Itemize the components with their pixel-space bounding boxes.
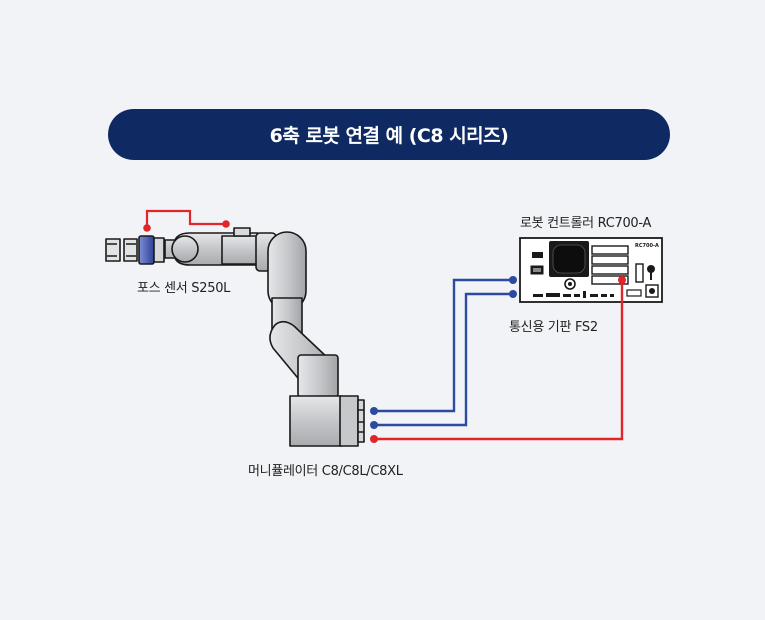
sensor-cable-dot-right (222, 220, 230, 228)
blue-dot-base-1 (370, 407, 378, 415)
blue-cable-lower (374, 292, 513, 427)
blue-cable-upper (374, 278, 513, 413)
robot-manipulator (105, 227, 365, 447)
controller-label: 로봇 컨트롤러 RC700-A (520, 216, 652, 231)
sensor-cable-dot-left (143, 224, 151, 232)
robot-controller (519, 237, 663, 303)
red-cable (374, 280, 624, 441)
blue-dot-board-2 (509, 290, 517, 298)
board-label: 통신용 기판 FS2 (509, 320, 598, 335)
communication-cables (374, 278, 624, 441)
blue-dot-base-2 (370, 421, 378, 429)
controller-plate-text: RC700-A (635, 243, 659, 249)
force-sensor-label: 포스 센서 S250L (137, 281, 231, 296)
blue-dot-board-1 (509, 276, 517, 284)
gripper-tool (105, 238, 138, 262)
red-dot-controller (618, 276, 626, 284)
red-dot-base (370, 435, 378, 443)
force-sensor-cable (145, 209, 226, 228)
manipulator-label: 머니퓰레이터 C8/C8L/C8XL (248, 464, 403, 479)
force-sensor-body (138, 235, 155, 265)
title-banner: 6축 로봇 연결 예 (C8 시리즈) (108, 109, 670, 160)
